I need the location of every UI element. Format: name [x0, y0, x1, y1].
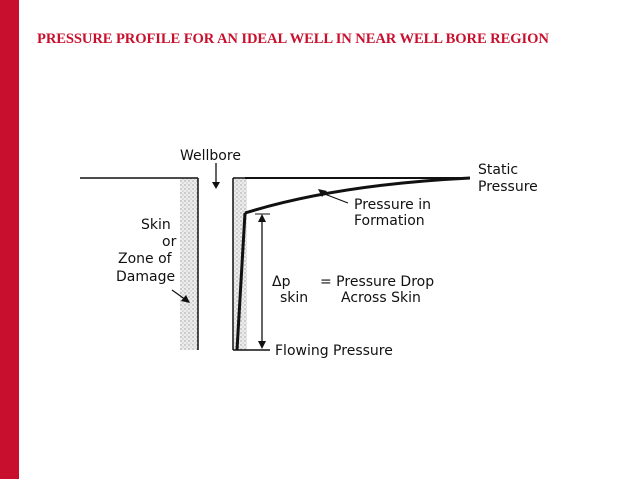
skin-zone-left	[180, 178, 198, 350]
delta-p-label: Δp	[272, 274, 291, 290]
skin-subscript-label: skin	[280, 290, 308, 306]
wellbore-arrow-head	[212, 182, 220, 189]
pressure-drop-label-1: = Pressure Drop	[320, 274, 434, 290]
formation-label-2: Formation	[354, 213, 425, 229]
skin-leader-head	[181, 295, 190, 303]
static-pressure-label-2: Pressure	[478, 179, 538, 195]
skin-label-4: Damage	[116, 269, 175, 285]
flowing-pressure-label: Flowing Pressure	[275, 343, 393, 359]
skin-label-2: or	[162, 234, 177, 250]
skin-pressure-drop-curve	[235, 212, 247, 351]
slide-title: PRESSURE PROFILE FOR AN IDEAL WELL IN NE…	[37, 31, 549, 47]
static-pressure-label-1: Static	[478, 162, 518, 178]
delta-p-arrow-top	[258, 214, 266, 222]
formation-leader-head	[318, 189, 327, 197]
formation-label-1: Pressure in	[354, 197, 431, 213]
delta-p-arrow-bottom	[258, 341, 266, 349]
pressure-drop-label-2: Across Skin	[341, 290, 421, 306]
skin-label-3: Zone of	[118, 251, 173, 267]
wellbore-label: Wellbore	[180, 148, 241, 164]
formation-leader	[321, 192, 349, 204]
formation-pressure-curve	[244, 176, 471, 215]
slide-accent-bar	[0, 0, 19, 479]
skin-label-1: Skin	[141, 217, 171, 233]
